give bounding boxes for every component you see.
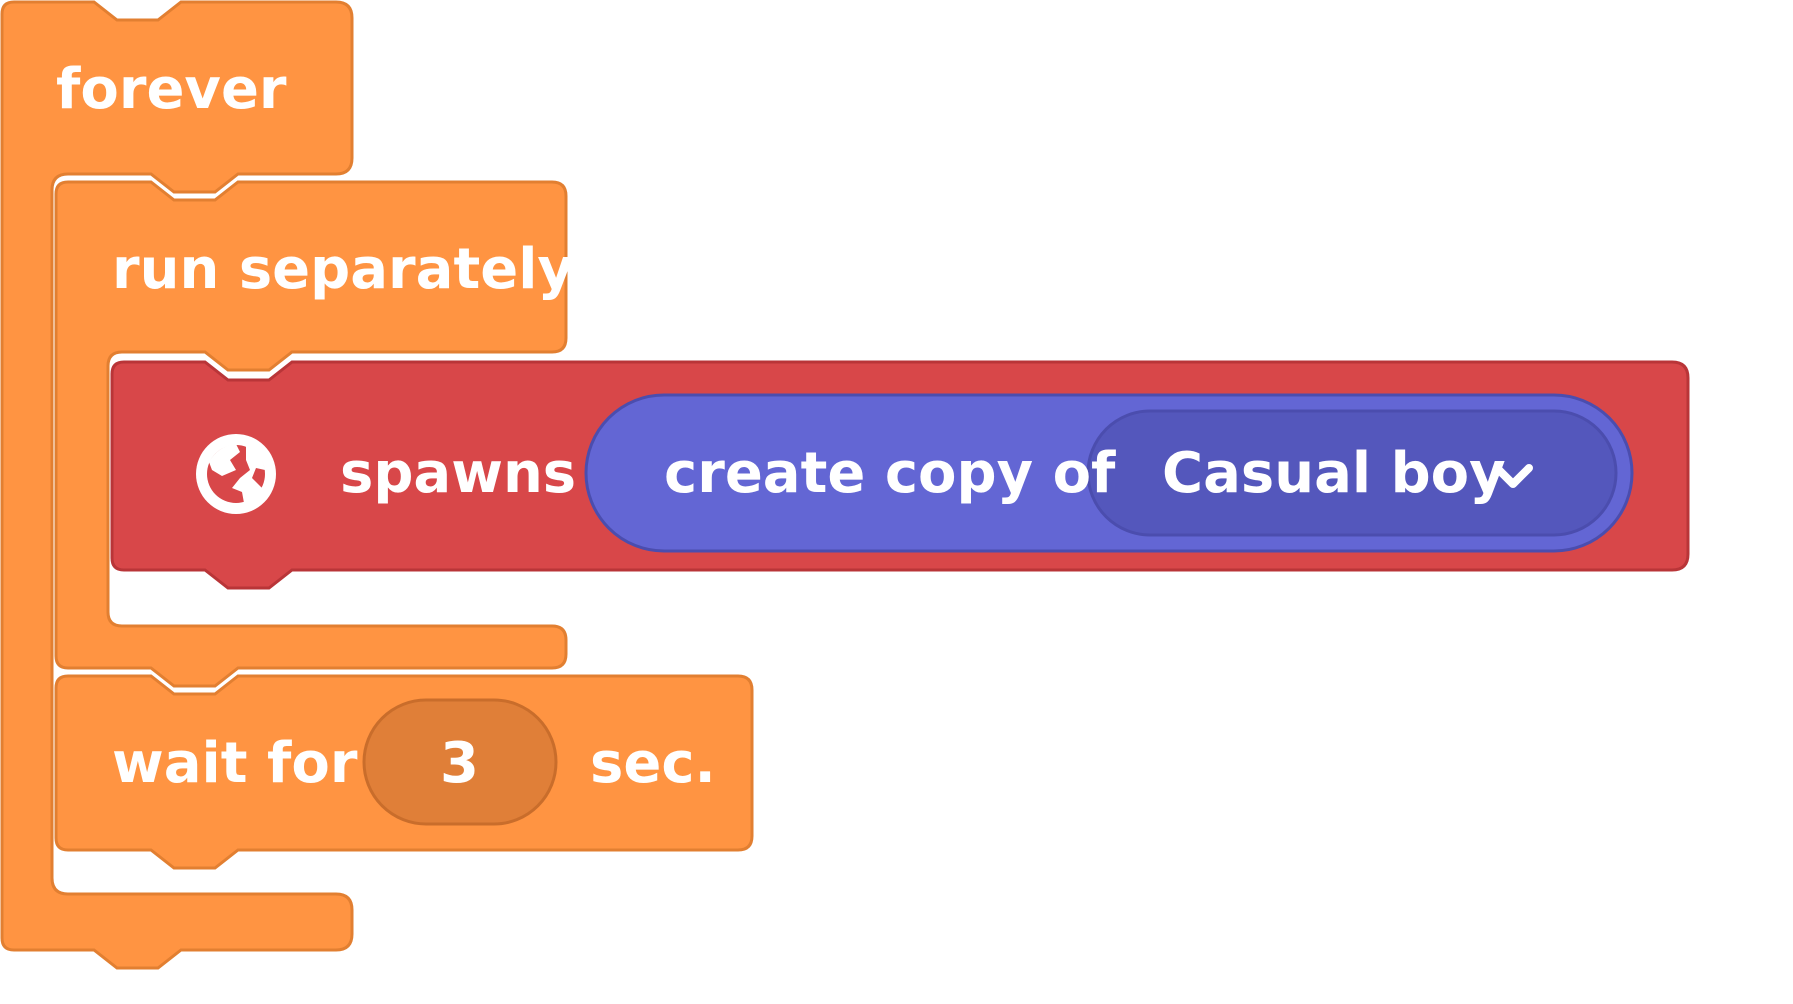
- seconds-value: 3: [440, 731, 479, 796]
- spawns-label: spawns: [340, 441, 577, 506]
- run-separately-block[interactable]: [54, 180, 568, 688]
- run-separately-label: run separately: [112, 237, 574, 302]
- dropdown-value: Casual boy: [1162, 441, 1506, 506]
- wait-for-label: wait for: [112, 731, 358, 796]
- costume-dropdown[interactable]: [1086, 409, 1618, 537]
- forever-label: forever: [56, 57, 287, 122]
- seconds-input[interactable]: [362, 698, 558, 826]
- globe-icon: [196, 434, 276, 514]
- chevron-down-icon: [1493, 464, 1533, 488]
- sec-label: sec.: [590, 731, 716, 796]
- forever-block[interactable]: [0, 0, 354, 970]
- create-copy-label: create copy of: [664, 441, 1116, 506]
